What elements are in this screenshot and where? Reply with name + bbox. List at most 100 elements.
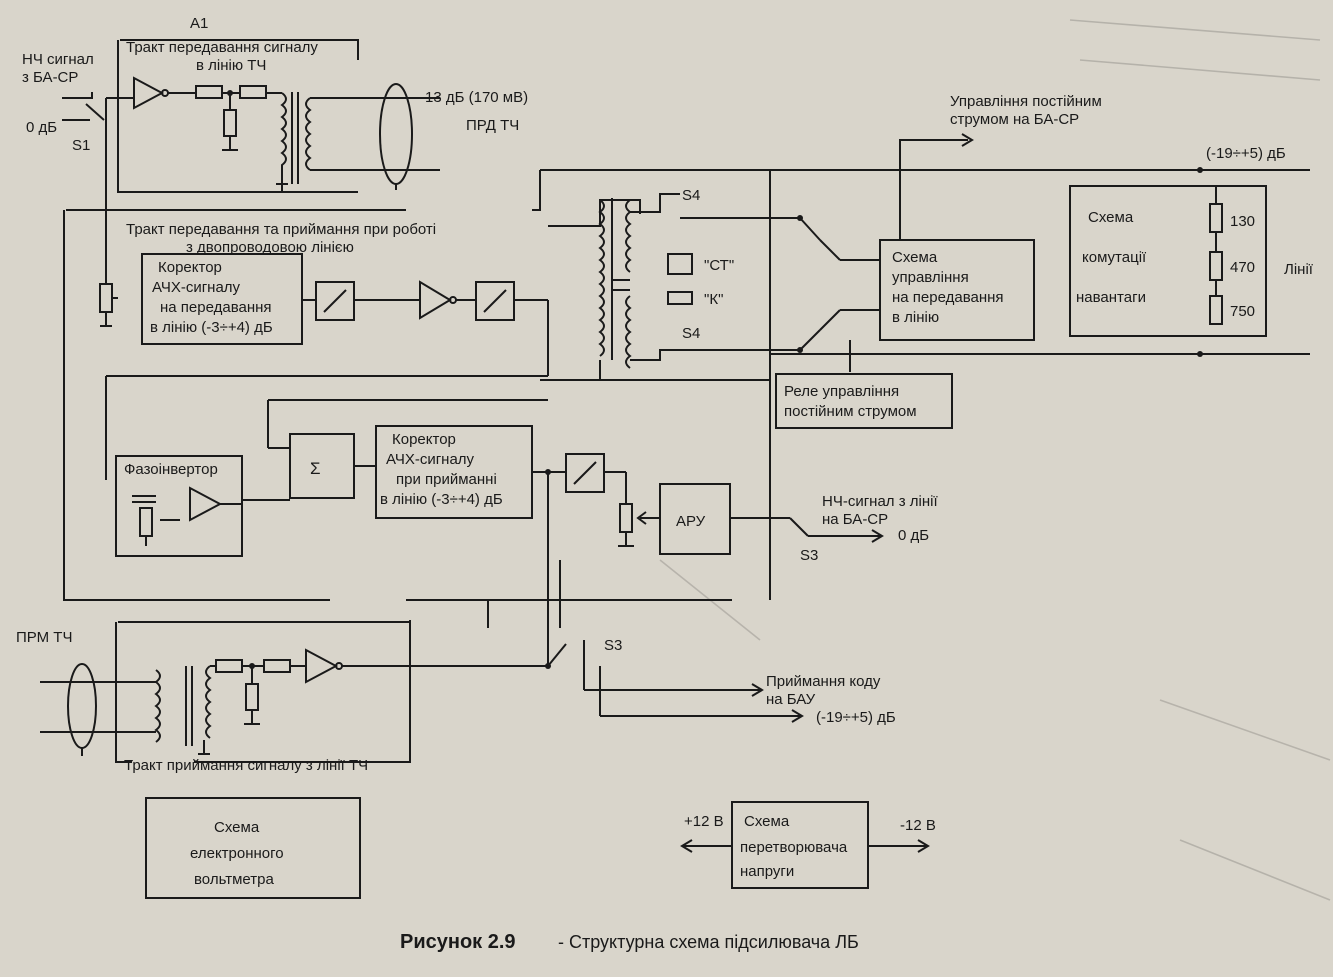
switch-s4-label-bottom: S4 — [682, 325, 700, 342]
indicators: "СТ" "К" — [667, 253, 734, 308]
rx-amplifier-icon — [305, 648, 339, 684]
dc-relay-line-1: Реле управління — [784, 383, 899, 400]
resistor-icon — [245, 683, 259, 711]
tx-control-line-2: управління — [892, 269, 969, 286]
summator-block: Σ — [267, 399, 548, 499]
rx-tract-title: Тракт приймання сигналу з лінії ТЧ — [124, 757, 368, 774]
dc-relay-line-2: постійним струмом — [784, 403, 917, 420]
indicator-k-label: "К" — [704, 291, 723, 308]
tx-tract-title-1: Тракт передавання сигналу — [126, 39, 318, 56]
tx-control-block: Схема управління на передавання в лінію — [840, 239, 1035, 372]
indicator-k-icon — [667, 291, 693, 305]
two-wire-title-2: з двопроводовою лінією — [186, 239, 354, 256]
load-switch-line-2: комутації — [1082, 249, 1147, 266]
converter-minus: -12 В — [900, 817, 936, 834]
switch-s1-label: S1 — [72, 137, 90, 154]
resistor-750-icon — [1209, 295, 1223, 325]
resistor-icon — [263, 659, 291, 673]
resistor-750-label: 750 — [1230, 303, 1255, 320]
lf-out-line-2: на БА-СР — [822, 511, 888, 528]
tx-amplifier-icon — [133, 76, 165, 110]
zero-db-label: 0 дБ — [26, 119, 57, 136]
converter-line-1: Схема — [744, 813, 790, 830]
tx-transformer-icon — [276, 92, 312, 192]
amplifier-icon — [419, 280, 452, 320]
load-switching: (-19÷+5) дБ Схема комутації навантаги 13… — [770, 145, 1314, 357]
corrector-tx-line-4: в лінію (-3÷+4) дБ — [150, 319, 273, 336]
converter-line-3: напруги — [740, 863, 794, 880]
corrector-rx-line-1: Коректор — [392, 431, 456, 448]
corrector-tx-line-3: на передавання — [160, 299, 272, 316]
line-transformer — [540, 193, 770, 381]
dc-control: Управління постійним струмом на БА-СР — [899, 93, 1102, 240]
switch-s3-label-bottom: S3 — [604, 637, 622, 654]
corrector-rx-block: Коректор АЧХ-сигналу при прийманні в лін… — [375, 425, 566, 519]
load-switch-line-3: навантаги — [1076, 289, 1146, 306]
voltmeter-line-1: Схема — [214, 819, 260, 836]
code-rx-line-2: на БАУ — [766, 691, 816, 708]
prm-tch-label: ПРМ ТЧ — [16, 629, 72, 646]
corrector-tx-line-2: АЧХ-сигналу — [152, 279, 241, 296]
lines-label: Лінії — [1284, 261, 1314, 278]
rx-transformer-icon — [154, 665, 212, 755]
lf-out-line-1: НЧ-сигнал з лінії — [822, 493, 938, 510]
corrector-rx-line-3: при прийманні — [396, 471, 497, 488]
tx-control-line-4: в лінію — [892, 309, 939, 326]
indicator-st-icon — [667, 253, 693, 275]
phase-inverter-label: Фазоінвертор — [124, 461, 218, 478]
figure-caption: Рисунок 2.9 - Структурна схема підсилюва… — [400, 931, 859, 953]
tx-tract-a1: A1 Тракт передавання сигналу в лінію ТЧ — [106, 15, 528, 193]
two-wire-title-1: Тракт передавання та приймання при робот… — [126, 221, 436, 238]
dc-control-line-1: Управління постійним — [950, 93, 1102, 110]
switch-s3-bottom: S3 Приймання коду на БАУ (-19÷+5) дБ — [487, 560, 896, 726]
corrector-tx-line-1: Коректор — [158, 259, 222, 276]
caption-number: Рисунок 2.9 — [400, 931, 516, 953]
resistor-icon — [223, 109, 237, 137]
lf-out-level: 0 дБ — [898, 527, 929, 544]
tx-level-label: -13 дБ (170 мВ) — [420, 89, 528, 106]
caption-text: - Структурна схема підсилювача ЛБ — [558, 932, 859, 952]
prd-tch-label: ПРД ТЧ — [466, 117, 519, 134]
resistor-icon — [215, 659, 243, 673]
switch-s1 — [62, 92, 107, 210]
voltmeter-line-3: вольтметра — [194, 871, 274, 888]
code-rx-line-1: Приймання коду — [766, 673, 881, 690]
resistor-130-label: 130 — [1230, 213, 1255, 230]
corrector-tx-block: Коректор АЧХ-сигналу на передавання в лі… — [141, 253, 303, 345]
dc-control-line-2: струмом на БА-СР — [950, 111, 1079, 128]
summator-symbol: Σ — [310, 459, 321, 478]
switch-s4-label-top: S4 — [682, 187, 700, 204]
resistor-icon — [195, 85, 223, 99]
tx-tract-id: A1 — [190, 15, 208, 32]
dc-relay-block: Реле управління постійним струмом — [775, 373, 953, 429]
lf-signal-label-1: НЧ сигнал — [22, 51, 94, 68]
switch-s3-label-top: S3 — [800, 547, 818, 564]
converter-line-2: перетворювача — [740, 839, 848, 856]
switch-s4: S4 S4 — [680, 187, 841, 353]
voltmeter-block: Схема електронного вольтметра — [145, 797, 361, 899]
code-rx-level: (-19÷+5) дБ — [816, 709, 896, 726]
potentiometer-icon — [619, 503, 633, 533]
voltmeter-line-2: електронного — [190, 845, 284, 862]
corrector-rx-line-2: АЧХ-сигналу — [386, 451, 475, 468]
resistor-470-label: 470 — [1230, 259, 1255, 276]
amplifier-icon — [189, 486, 223, 522]
tx-tract-title-2: в лінію ТЧ — [196, 57, 266, 74]
rx-tract: ПРМ ТЧ Тракт приймання сигналу з лінії Т… — [16, 620, 551, 774]
switch-s3-top: S3 НЧ-сигнал з лінії на БА-СР 0 дБ — [769, 430, 938, 564]
two-wire-tract: Тракт передавання та приймання при робот… — [63, 169, 771, 601]
phase-inverter-block: Фазоінвертор — [115, 455, 290, 557]
input-lf-signal: НЧ сигнал з БА-СР 0 дБ S1 — [22, 51, 94, 154]
indicator-st-label: "СТ" — [704, 257, 734, 274]
tx-control-line-1: Схема — [892, 249, 938, 266]
load-level-label: (-19÷+5) дБ — [1206, 145, 1286, 162]
resistor-icon — [239, 85, 267, 99]
tx-chain — [105, 280, 549, 480]
aru-label: АРУ — [676, 513, 706, 530]
corrector-rx-line-4: в лінію (-3÷+4) дБ — [380, 491, 503, 508]
rx-chain: АРУ — [547, 453, 790, 664]
rx-cable-icon — [67, 663, 97, 749]
potentiometer-icon — [99, 210, 316, 327]
converter-block: Схема перетворювача напруги +12 В -12 В — [680, 801, 936, 889]
load-switch-line-1: Схема — [1088, 209, 1134, 226]
